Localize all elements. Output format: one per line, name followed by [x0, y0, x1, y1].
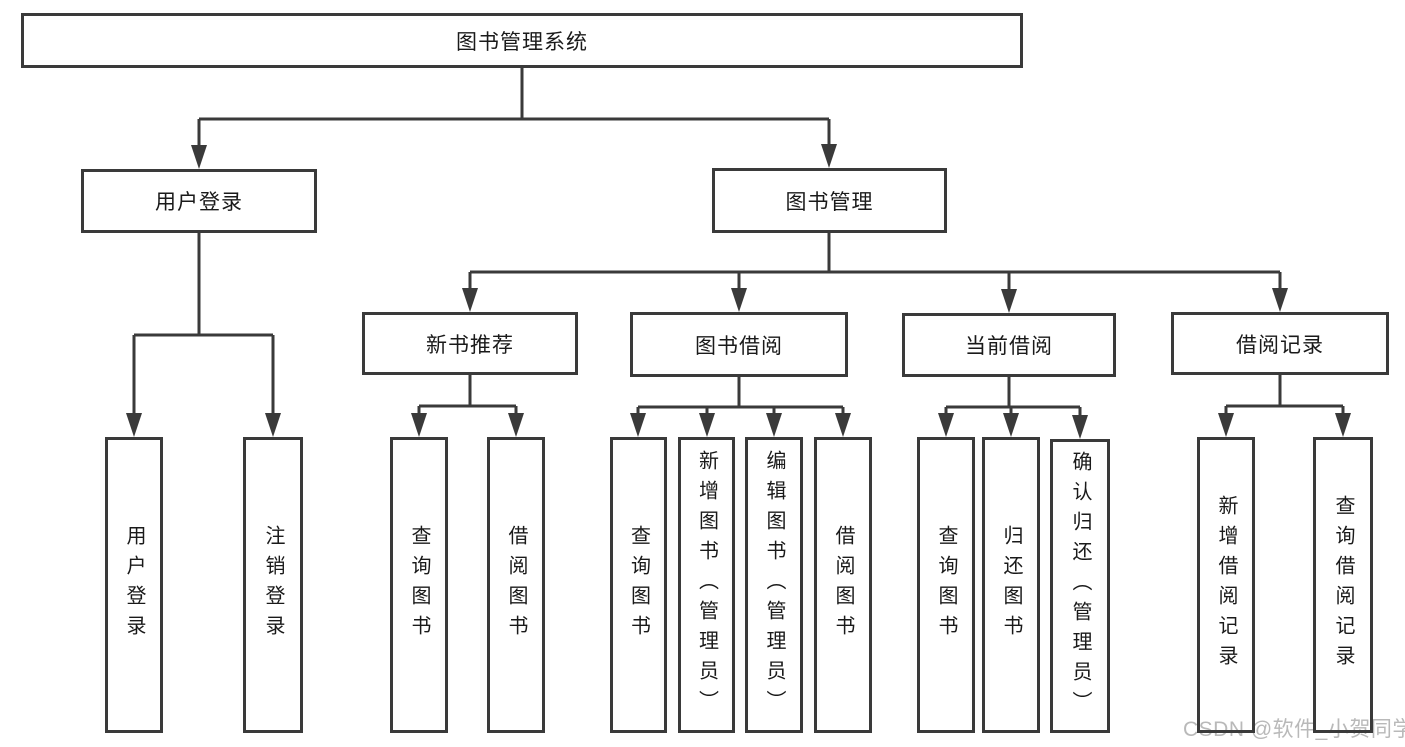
csdn-watermark: CSDN @软件_小贺同学 — [1183, 718, 1405, 741]
leaf-user-login-label: 用户登录 — [123, 525, 145, 645]
leaf-newbooks-query-label: 查询图书 — [408, 525, 430, 645]
node-root-system: 图书管理系统 — [21, 13, 1023, 68]
leaf-logout: 注销登录 — [243, 437, 303, 733]
leaf-records-add: 新增借阅记录 — [1197, 437, 1255, 733]
leaf-borrow-add-admin: 新增图书（管理员） — [678, 437, 735, 733]
leaf-borrow-query-label: 查询图书 — [627, 525, 650, 645]
node-borrow-records: 借阅记录 — [1171, 312, 1389, 375]
leaf-current-return-label: 归还图书 — [1000, 525, 1022, 645]
leaf-borrow-book: 借阅图书 — [814, 437, 872, 733]
node-book-management: 图书管理 — [712, 168, 947, 233]
leaf-borrow-add-admin-label: 新增图书（管理员） — [695, 450, 718, 720]
leaf-borrow-edit-admin: 编辑图书（管理员） — [745, 437, 803, 733]
leaf-borrow-book-label: 借阅图书 — [832, 525, 854, 645]
node-current-borrow: 当前借阅 — [902, 313, 1116, 377]
leaf-newbooks-borrow: 借阅图书 — [487, 437, 545, 733]
leaf-borrow-edit-admin-label: 编辑图书（管理员） — [763, 450, 785, 720]
leaf-current-confirm-admin: 确认归还（管理员） — [1050, 439, 1110, 733]
leaf-logout-label: 注销登录 — [262, 525, 284, 645]
leaf-current-return: 归还图书 — [982, 437, 1040, 733]
node-user-login: 用户登录 — [81, 169, 317, 233]
leaf-newbooks-query: 查询图书 — [390, 437, 448, 733]
leaf-records-query-label: 查询借阅记录 — [1332, 495, 1354, 675]
leaf-current-query: 查询图书 — [917, 437, 975, 733]
leaf-current-confirm-admin-label: 确认归还（管理员） — [1069, 451, 1091, 721]
leaf-records-add-label: 新增借阅记录 — [1215, 495, 1237, 675]
node-book-borrow: 图书借阅 — [630, 312, 848, 377]
leaf-newbooks-borrow-label: 借阅图书 — [505, 525, 527, 645]
leaf-user-login: 用户登录 — [105, 437, 163, 733]
leaf-current-query-label: 查询图书 — [935, 525, 957, 645]
leaf-borrow-query: 查询图书 — [610, 437, 667, 733]
leaf-records-query: 查询借阅记录 — [1313, 437, 1373, 733]
node-new-book-recommend: 新书推荐 — [362, 312, 578, 375]
